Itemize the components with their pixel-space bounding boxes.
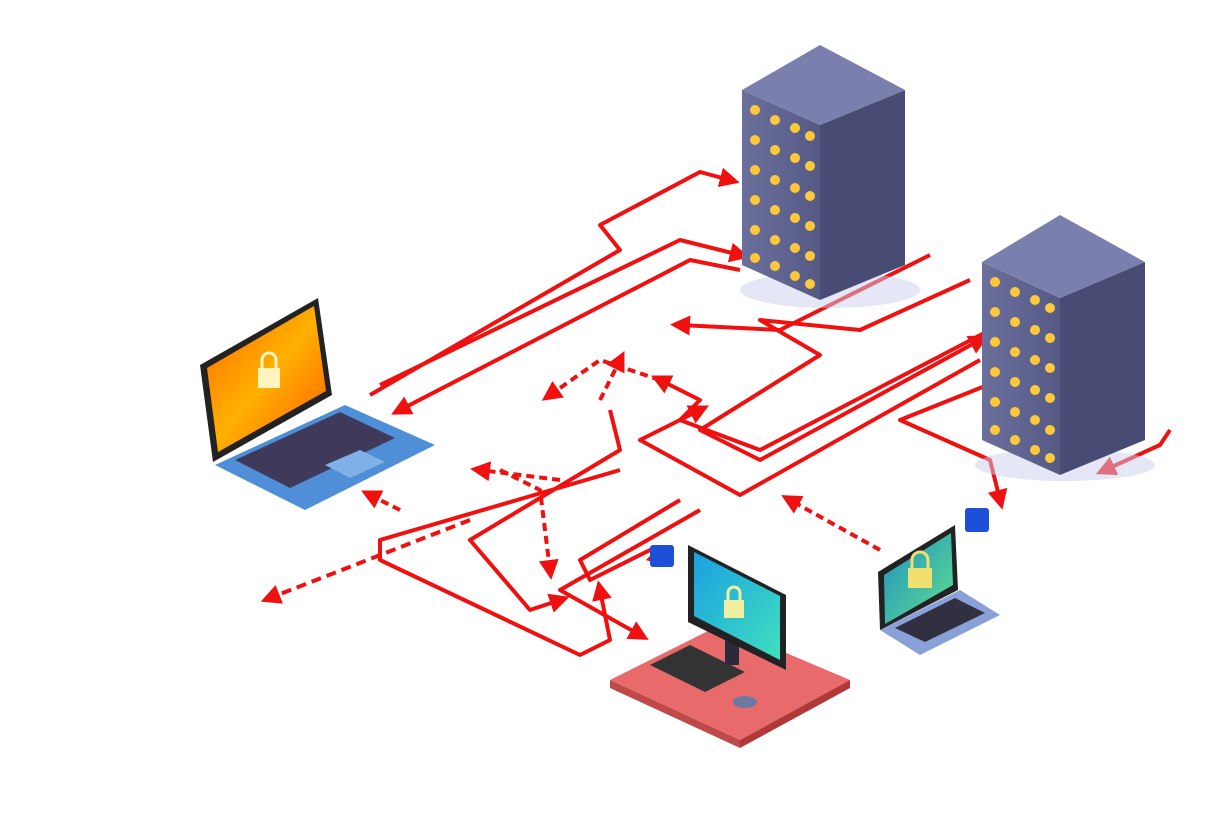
desktop-icon [610,545,850,748]
connection-arrow [379,238,750,387]
connection-arrow [499,468,559,580]
connection-arrow [781,495,881,552]
connection-arrow [391,258,741,415]
connection-arrow [541,358,661,401]
laptop-icon [878,508,1000,655]
connection-arrow [361,490,401,512]
lock-icon [258,351,280,388]
connection-arrow [698,278,989,462]
server-icon [975,215,1155,481]
connection-arrow [638,358,981,497]
connection-arrow [558,508,701,640]
connection-arrow [260,518,471,604]
laptop-icon [200,298,435,510]
server-icon [740,45,920,308]
connection-arrow [651,328,991,452]
connection-arrow [368,167,740,397]
connection-arrow [598,351,625,401]
connection-arrow [898,378,1008,510]
connection-arrow [470,461,561,482]
badge-icon [965,508,989,532]
connection-arrow [378,468,621,657]
lock-icon [908,550,932,588]
badge-icon [650,545,674,567]
connection-arrow [468,409,622,613]
lock-icon [724,585,744,618]
